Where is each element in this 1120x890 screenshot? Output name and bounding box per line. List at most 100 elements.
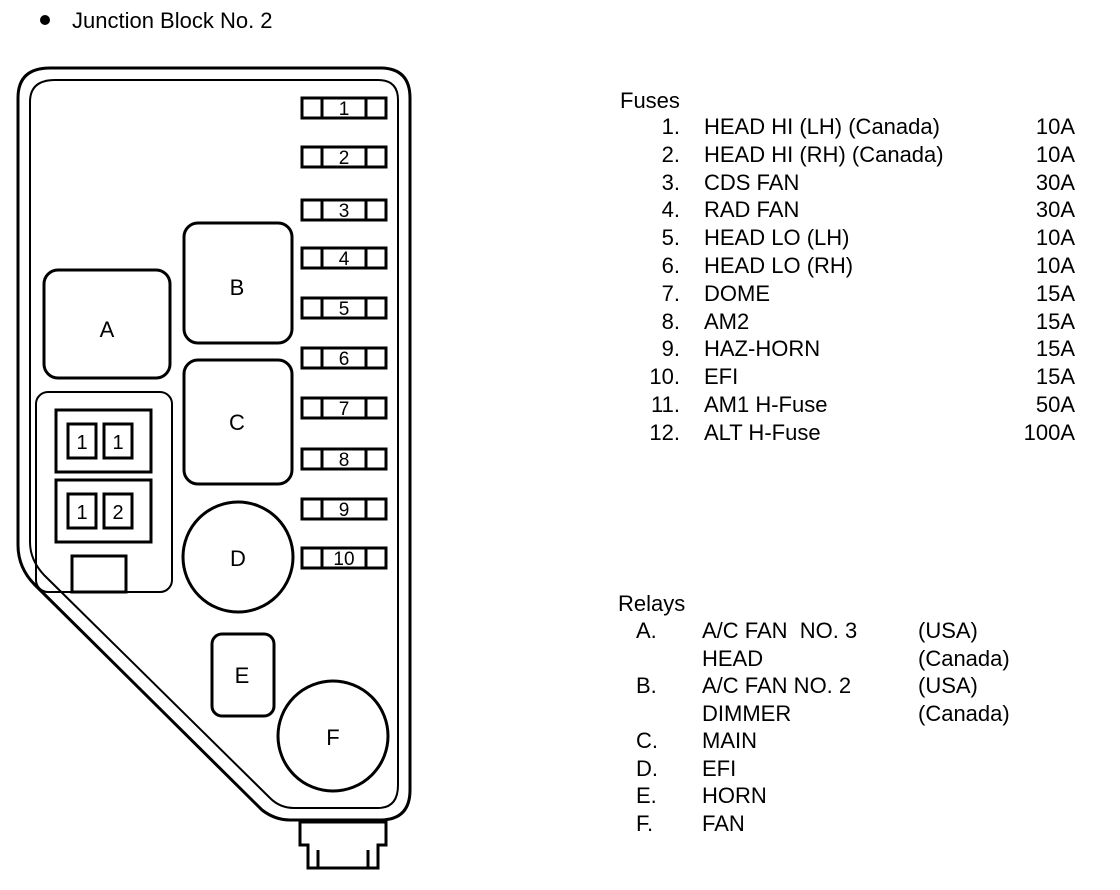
relay-b-label: B	[230, 275, 245, 300]
fuse-slot-label: 1	[339, 99, 350, 120]
fuse-name: AM1 H-Fuse	[704, 392, 828, 417]
connector-upper-pin-1: 1	[66, 422, 98, 460]
relay-letter: D.	[636, 755, 658, 781]
bottom-connector	[298, 820, 388, 870]
relay-name: EFI	[702, 755, 737, 781]
bullet-icon	[40, 15, 50, 26]
fuse-slot-label: 2	[339, 148, 350, 169]
relay-letter: A.	[636, 618, 657, 643]
svg-text:1: 1	[112, 432, 123, 454]
relay-letter: B.	[636, 673, 657, 698]
fuse-number: 5.	[661, 225, 680, 251]
fuse-number: 2.	[661, 141, 680, 167]
relay-letter: F.	[636, 810, 654, 836]
fuse-amperage: 30A	[1035, 169, 1075, 195]
svg-text:1: 1	[76, 502, 87, 524]
fuse-slot-label: 8	[339, 450, 350, 471]
relay-c-label: C	[229, 410, 245, 435]
fuse-list-item: 9. HAZ-HORN 15A	[620, 336, 1080, 362]
relay-list-item: E. HORN	[630, 783, 1050, 809]
fuse-slot-9: 9	[300, 497, 388, 521]
fuse-list-item: 5. HEAD LO (LH) 10A	[620, 225, 1080, 251]
fuse-name: HEAD LO (RH)	[704, 253, 854, 278]
relay-b-body	[182, 221, 294, 345]
fuse-slot-label: 9	[339, 500, 350, 521]
connector-upper-pin-2: 1	[102, 422, 134, 460]
relay-name: FAN	[702, 810, 745, 836]
relay-list-item: B.A/C FAN NO. 2(USA)	[630, 673, 1050, 699]
fuse-slot-label: 4	[339, 249, 350, 270]
fuse-amperage: 10A	[1035, 114, 1075, 139]
relay-name: HEAD	[702, 645, 764, 671]
relay-name: A/C FAN NO. 3	[702, 618, 858, 643]
fuse-amperage: 30A	[1035, 197, 1075, 223]
fuse-number: 9.	[661, 336, 680, 362]
relay-name: DIMMER	[702, 700, 792, 726]
fuse-list-item: 1.HEAD HI (LH) (Canada)10A	[620, 114, 1080, 140]
fuse-amperage: 50A	[1035, 392, 1075, 417]
relays-heading: Relays	[618, 591, 686, 616]
fuse-slot-2: 2	[300, 145, 388, 169]
fuse-name: RAD FAN	[704, 197, 800, 223]
fuse-number: 7.	[661, 280, 680, 306]
fuse-slot-3: 3	[300, 198, 388, 222]
fuse-amperage: 10A	[1035, 253, 1075, 278]
fuse-name: CDS FAN	[704, 169, 800, 195]
fuse-slot-8: 8	[300, 447, 388, 471]
relay-f-label: F	[326, 725, 339, 750]
relay-list-item: A.A/C FAN NO. 3(USA)	[630, 618, 1050, 644]
relay-list-item: D. EFI	[630, 756, 1050, 782]
connector-upper-housing	[54, 408, 153, 474]
fuse-slot-1: 1	[300, 96, 388, 120]
fuse-slot-label: 7	[339, 399, 350, 420]
block-outer-outline	[16, 66, 412, 822]
svg-text:1: 1	[76, 432, 87, 454]
relay-list-item: DIMMER (Canada)	[630, 701, 1050, 727]
fuse-name: EFI	[704, 364, 739, 390]
fuse-list-item: 2.HEAD HI (RH) (Canada)10A	[620, 142, 1080, 168]
fuses-heading: Fuses	[620, 88, 680, 113]
fuse-slot-7: 7	[300, 396, 388, 420]
fuse-name: HEAD LO (LH)	[704, 225, 850, 251]
connector-lower-pin-2: 2	[102, 492, 134, 530]
connector-latch	[70, 554, 128, 594]
fuse-list-item: 4. RAD FAN 30A	[620, 197, 1080, 223]
diagram-title: Junction Block No. 2	[40, 8, 273, 34]
fuse-slot-6: 6	[300, 346, 388, 370]
relay-a-label: A	[100, 317, 115, 342]
relay-a-body	[42, 268, 172, 380]
fuse-number: 4.	[661, 197, 680, 223]
fuse-slot-label: 10	[333, 549, 354, 570]
fuse-amperage: 15A	[1035, 364, 1075, 390]
relay-name: HORN	[702, 783, 767, 808]
connector-lower-housing	[54, 478, 153, 544]
fuse-number: 1.	[661, 114, 680, 139]
connector-lower-pin-1: 1	[66, 492, 98, 530]
fuse-slot-label: 3	[339, 201, 350, 222]
relay-letter: E.	[636, 783, 657, 808]
fuse-number: 3.	[661, 169, 680, 195]
fuse-amperage: 10A	[1035, 225, 1075, 251]
relay-name: A/C FAN NO. 2	[702, 673, 852, 698]
fuse-name: DOME	[704, 280, 770, 306]
relay-list-item: F. FAN	[630, 811, 1050, 837]
fuse-slot-4: 4	[300, 246, 388, 270]
fuse-list-item: 3. CDS FAN 30A	[620, 170, 1080, 196]
relay-letter: C.	[636, 728, 658, 753]
fuse-name: HAZ-HORN	[704, 336, 821, 362]
title-text: Junction Block No. 2	[72, 8, 273, 33]
fuse-number: 12.	[649, 419, 680, 445]
relay-note: (Canada)	[918, 700, 1010, 726]
fuse-list-item: 6.HEAD LO (RH)10A	[620, 253, 1080, 279]
relay-note: (Canada)	[918, 645, 1010, 671]
fuse-amperage: 15A	[1035, 280, 1075, 306]
relay-d-body	[181, 500, 295, 614]
fuse-amperage: 15A	[1035, 336, 1075, 362]
relay-name: MAIN	[702, 728, 757, 753]
fuse-slot-10: 10	[300, 546, 388, 570]
relay-list-item: HEAD (Canada)	[630, 646, 1050, 672]
fuse-slot-label: 5	[339, 299, 350, 320]
